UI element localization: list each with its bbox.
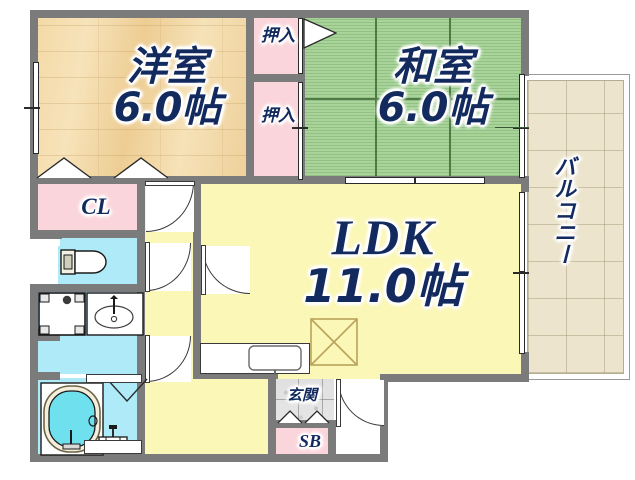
wall-corridor-right: [193, 176, 201, 379]
bathtub-fixture: [40, 382, 104, 456]
label-washitsu: 和室 6.0帖: [338, 47, 528, 129]
label-oshiire-lower: 押入: [261, 106, 295, 126]
sliding-door-washitsu-ldk-right[interactable]: [415, 177, 485, 184]
wall-bath-divider-left: [30, 372, 60, 380]
storage-cl: [36, 184, 143, 232]
door-toilet-leaf[interactable]: [145, 242, 150, 292]
wall-youshitsu-right: [246, 10, 254, 182]
label-balcony: バルコニー: [550, 155, 575, 265]
washitsu-seam-tick: [495, 127, 529, 129]
room-floor-balcony: [527, 80, 624, 374]
label-ldk-size: 11.0帖: [303, 259, 463, 313]
wall-sb-top: [268, 420, 336, 428]
oshiire-upper-sliding-panel[interactable]: [298, 18, 303, 74]
label-ldk-name: LDK: [331, 209, 435, 265]
window-tick-youshitsu: [24, 107, 40, 109]
door-ldk-leaf[interactable]: [201, 245, 206, 295]
wall-right-washitsu-upper: [521, 10, 529, 76]
folding-door-youshitsu-right[interactable]: [113, 157, 169, 179]
wall-sb-right: [328, 420, 336, 462]
door-youshitsu-leaf[interactable]: [145, 181, 195, 186]
label-ldk: LDK 11.0帖: [268, 212, 498, 310]
label-sb: SB: [298, 431, 322, 451]
gas-stove-fixture: [310, 318, 358, 366]
genkan-step-right: [304, 410, 330, 424]
storage-oshiire-upper: [252, 16, 304, 76]
label-youshitsu-name: 洋室: [127, 44, 207, 90]
wall-entrance-right: [380, 374, 388, 462]
wall-toilet-gap: [30, 238, 60, 246]
washing-machine-pan: [38, 292, 86, 336]
oshiire-panel-tick: [292, 127, 308, 129]
wall-cl-bottom: [30, 230, 145, 238]
wall-genkan-left: [268, 371, 276, 423]
door-entrance-leaf[interactable]: [336, 379, 341, 427]
storage-sb: [274, 427, 334, 455]
balcony-door-ldk-lower[interactable]: [519, 272, 525, 354]
oshiire-upper-open-indicator: [303, 18, 337, 50]
wall-right-washitsu-lower: [521, 176, 529, 192]
wall-oshiire-divider: [246, 74, 304, 82]
wall-kitchen-bottom: [193, 371, 278, 379]
label-genkan: 玄関: [286, 386, 317, 404]
bathroom-top-ledge: [86, 374, 142, 383]
room-floor-youshitsu: [36, 16, 248, 182]
storage-oshiire-lower: [252, 82, 304, 182]
kitchen-sink-fixture: [248, 345, 306, 375]
label-washitsu-size: 6.0帖: [377, 84, 489, 131]
wall-sb-left: [268, 420, 276, 462]
label-oshiire-upper: 押入: [261, 26, 295, 46]
balcony-door-ldk-upper[interactable]: [519, 192, 525, 272]
corridor-floor-lower: [198, 379, 274, 462]
label-youshitsu-size: 6.0帖: [113, 84, 222, 131]
wall-toilet-bottom: [30, 284, 143, 292]
sliding-door-washitsu-ldk-left[interactable]: [345, 177, 415, 184]
genkan-step-left: [277, 410, 303, 424]
door-washroom-leaf[interactable]: [145, 335, 150, 383]
label-youshitsu: 洋室 6.0帖: [62, 47, 272, 129]
wall-top-outer: [30, 10, 529, 18]
wall-ldk-bottom-right: [386, 374, 523, 382]
label-washitsu-name: 和室: [393, 44, 473, 90]
wall-toilet-top-left: [30, 231, 62, 239]
oshiire-lower-sliding-panel[interactable]: [298, 82, 303, 180]
wall-bottom-outer: [30, 454, 386, 462]
vanity-sink-fixture: [86, 292, 144, 336]
toilet-fixture: [60, 246, 112, 279]
bathroom-shelf: [84, 440, 142, 454]
balcony-door-tick-lower: [513, 272, 529, 274]
folding-door-youshitsu-left[interactable]: [36, 157, 92, 179]
wall-right-ldk-lower: [521, 352, 529, 382]
balcony-door-washitsu-lower[interactable]: [519, 128, 525, 178]
label-cl: CL: [81, 194, 111, 219]
wall-oshiire-bottom: [246, 176, 306, 184]
folding-door-bathroom[interactable]: [106, 378, 148, 402]
